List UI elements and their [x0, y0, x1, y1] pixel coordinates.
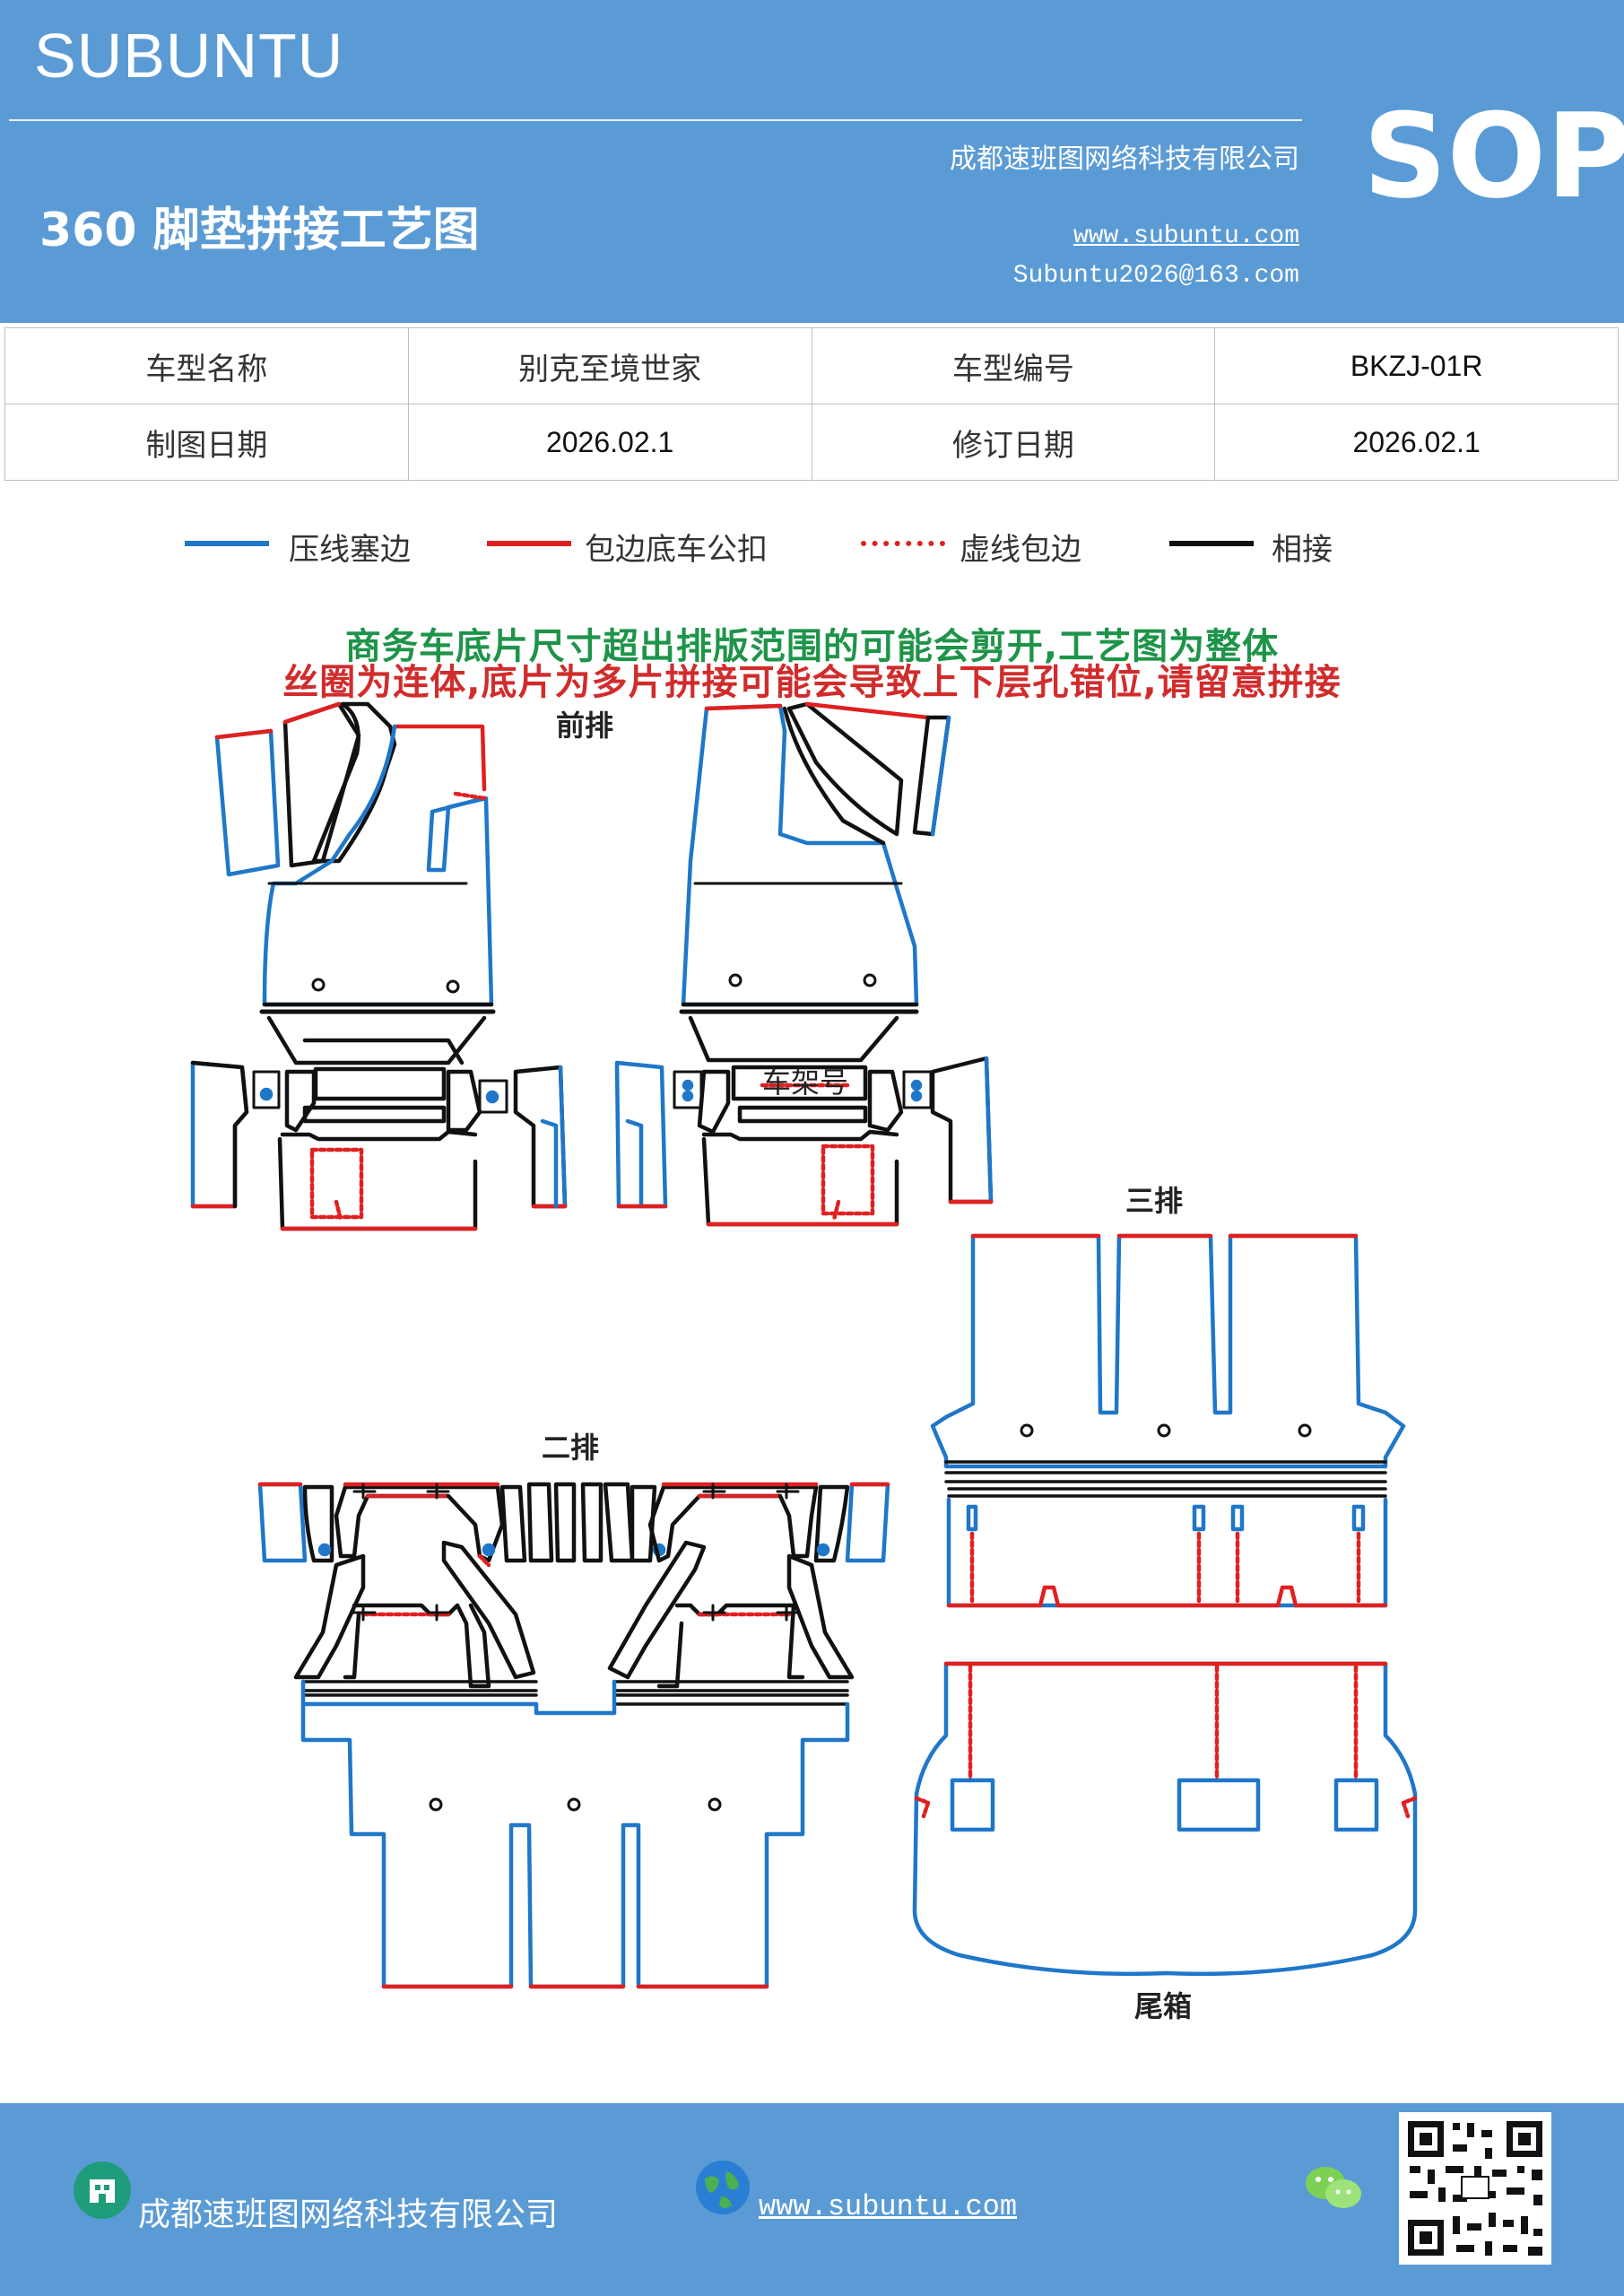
legend-swatch-black: [1169, 541, 1254, 546]
front-left-mat: [190, 701, 568, 1231]
legend-swatch-blue: [185, 541, 269, 546]
header-divider: [9, 119, 1302, 121]
clip-markers: [352, 1483, 800, 1622]
table-row: 制图日期 2026.02.1 修订日期 2026.02.1: [4, 404, 1619, 481]
label-vin: 车架号: [762, 1065, 848, 1100]
qr-code: [1399, 2112, 1551, 2265]
globe-icon: [696, 2161, 750, 2214]
legend: 压线塞边 包边底车公扣 虚线包边 相接: [0, 525, 1624, 570]
document-title: 360 脚垫拼接工艺图: [39, 204, 480, 257]
trunk-mat: [912, 1661, 1418, 1977]
header-website-link[interactable]: www.subuntu.com: [1073, 222, 1299, 250]
legend-swatch-red-dotted: [861, 541, 945, 546]
wechat-icon: [1306, 2167, 1361, 2208]
table-cell: 制图日期: [4, 404, 409, 481]
table-cell: 车型编号: [811, 327, 1216, 404]
table-cell: 别克至境世家: [407, 327, 812, 404]
label-trunk: 尾箱: [1134, 1989, 1192, 2023]
header-email[interactable]: Subuntu2026@163.com: [1012, 262, 1299, 290]
vehicle-info-table: 车型名称 别克至境世家 车型编号 BKZJ-01R 制图日期 2026.02.1…: [4, 327, 1619, 481]
legend-label: 相接: [1272, 532, 1333, 568]
brand-name: SUBUNTU: [34, 21, 344, 91]
legend-label: 包边底车公扣: [585, 532, 768, 568]
table-row: 车型名称 别克至境世家 车型编号 BKZJ-01R: [4, 327, 1619, 404]
label-third-row: 三排: [1125, 1184, 1183, 1218]
notice-line-2: 丝圈为连体,底片为多片拼接可能会导致上下层孔错位,请留意拼接: [282, 662, 1342, 703]
notice-line-1: 商务车底片尺寸超出排版范围的可能会剪开,工艺图为整体: [344, 626, 1280, 667]
table-cell: 2026.02.1: [407, 404, 812, 481]
header-company: 成都速班图网络科技有限公司: [950, 144, 1299, 175]
table-cell: 修订日期: [811, 404, 1216, 481]
label-second-row: 二排: [542, 1431, 599, 1465]
footer-website-link[interactable]: www.subuntu.com: [759, 2190, 1018, 2223]
second-row-mat: [257, 1482, 890, 1989]
front-right-mat: [614, 701, 994, 1227]
table-cell: 2026.02.1: [1214, 404, 1619, 481]
company-icon: [74, 2161, 131, 2219]
third-row-mat: [930, 1233, 1406, 1608]
label-front-row: 前排: [556, 709, 613, 743]
legend-label: 压线塞边: [289, 532, 411, 568]
table-cell: BKZJ-01R: [1214, 327, 1619, 404]
header-banner: [0, 0, 1624, 323]
legend-label: 虚线包边: [960, 532, 1081, 568]
sop-badge: SOP: [1363, 88, 1624, 224]
footer-company: 成都速班图网络科技有限公司: [138, 2196, 559, 2233]
legend-swatch-red: [487, 541, 571, 546]
table-cell: 车型名称: [4, 327, 409, 404]
